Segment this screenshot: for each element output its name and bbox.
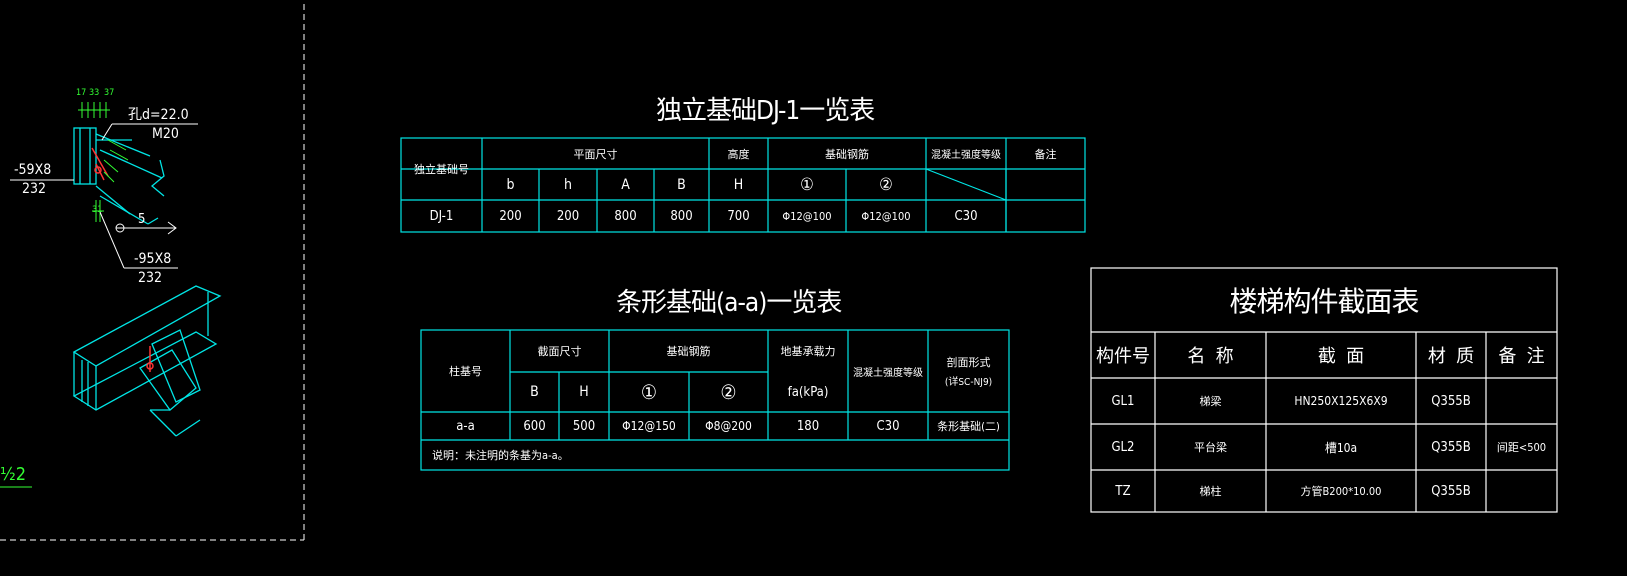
strip-h-concrete: 混凝土强度等级 xyxy=(853,367,923,379)
dj-h2-B: B xyxy=(677,176,686,193)
stair-table-title: 楼梯构件截面表 xyxy=(1229,285,1419,318)
weld-size: 5 xyxy=(138,212,146,227)
stair-cell: 方管B200*10.00 xyxy=(1300,485,1382,498)
dj-cell: 800 xyxy=(670,208,693,224)
sheet-frame xyxy=(0,4,305,541)
isometric-beam xyxy=(72,285,222,437)
stair-cell: TZ xyxy=(1115,483,1131,499)
stair-h-material: 材 质 xyxy=(1427,346,1475,367)
strip-table-grid xyxy=(420,329,1010,471)
stair-cell: Q355B xyxy=(1431,393,1471,409)
partial-label: ½2 xyxy=(0,464,26,485)
dim-top-3: 37 xyxy=(104,88,115,98)
strip-h2-r1: ① xyxy=(640,380,658,404)
plate1-size: -59X8 xyxy=(14,162,52,178)
dj-table-grid xyxy=(400,137,1086,233)
strip-h-bearing: 地基承载力 xyxy=(780,345,836,358)
stair-cell: HN250X125X6X9 xyxy=(1294,394,1388,408)
bolt-hole-note: 孔d=22.0 xyxy=(128,107,189,123)
dim-side: 31 xyxy=(92,205,103,215)
dj-h2-A: A xyxy=(621,176,630,193)
strip-h-form: 剖面形式 (详SC-NJ9) xyxy=(928,330,1009,412)
dj-h-no: 独立基础号 xyxy=(414,163,469,176)
dj-cell: 700 xyxy=(727,208,750,224)
strip-cell: Φ8@200 xyxy=(705,419,752,433)
strip-h2-fa: fa(kPa) xyxy=(787,384,829,400)
strip-cell: C30 xyxy=(876,418,900,434)
stair-table-grid xyxy=(1090,267,1558,513)
stair-cell: 梯柱 xyxy=(1199,485,1222,498)
dim-top-2: 33 xyxy=(89,88,100,98)
dj-h2-r2: ② xyxy=(879,174,893,195)
dj-h-remark: 备注 xyxy=(1034,147,1057,161)
strip-note: 说明：未注明的条基为a-a。 xyxy=(432,449,569,462)
strip-cell: 600 xyxy=(523,418,546,434)
dj-h-concrete: 混凝土强度等级 xyxy=(931,150,1001,161)
stair-h-remark: 备 注 xyxy=(1498,346,1545,367)
strip-h-no: 柱基号 xyxy=(449,365,482,378)
dj-cell: C30 xyxy=(954,208,978,224)
strip-table-title: 条形基础(a-a)一览表 xyxy=(616,288,842,318)
stair-cell xyxy=(1486,470,1557,512)
stair-cell: Q355B xyxy=(1431,439,1471,455)
dj-h2-r1: ① xyxy=(800,174,814,195)
strip-cell: 180 xyxy=(796,418,820,434)
dj-h2-h: h xyxy=(564,176,572,193)
strip-cell: 条形基础(二) xyxy=(937,420,1000,433)
stair-cell: 平台梁 xyxy=(1194,441,1227,454)
dj-cell: 200 xyxy=(499,208,522,224)
strip-h2-r2: ② xyxy=(720,380,737,404)
dj-h-rebar: 基础钢筋 xyxy=(825,147,869,161)
dj-cell: Φ12@100 xyxy=(861,209,911,223)
stair-cell: 梯梁 xyxy=(1199,395,1222,408)
plate1-length: 232 xyxy=(22,181,47,197)
stair-h-name: 名 称 xyxy=(1187,346,1234,367)
dim-top-1: 17 xyxy=(76,88,87,98)
strip-cell: 500 xyxy=(572,418,596,434)
stair-cell: GL1 xyxy=(1111,393,1135,409)
strip-h-form-sub: (详SC-NJ9) xyxy=(944,377,993,388)
stair-cell: 槽10a xyxy=(1324,440,1358,455)
stair-cell xyxy=(1486,378,1557,424)
dj-cell: 800 xyxy=(614,208,637,224)
dj-table-title: 独立基础DJ-1一览表 xyxy=(656,96,875,126)
plate2-size: -95X8 xyxy=(134,251,172,267)
strip-h-form-label: 剖面形式 xyxy=(946,356,991,369)
dj-cell: Φ12@100 xyxy=(782,209,832,223)
strip-cell: a-a xyxy=(456,418,475,434)
dj-h2-b: b xyxy=(506,176,515,193)
stair-h-section: 截 面 xyxy=(1317,346,1365,367)
dj-h-height: 高度 xyxy=(727,147,750,161)
dj-h-plan: 平面尺寸 xyxy=(573,147,618,161)
strip-h2-H: H xyxy=(579,384,589,400)
dj-cell: 200 xyxy=(556,208,580,224)
dj-cell: DJ-1 xyxy=(429,208,454,224)
strip-cell: Φ12@150 xyxy=(622,419,676,433)
connection-detail xyxy=(10,102,198,269)
plate2-length: 232 xyxy=(138,270,163,286)
bolt-spec: M20 xyxy=(152,126,179,142)
stair-h-no: 构件号 xyxy=(1096,346,1150,367)
stair-cell: GL2 xyxy=(1111,439,1135,455)
strip-h2-B: B xyxy=(530,384,539,400)
strip-h-rebar: 基础钢筋 xyxy=(666,345,711,358)
dj-h2-H: H xyxy=(733,176,744,193)
strip-h-section: 截面尺寸 xyxy=(537,345,582,358)
stair-cell: 间距<500 xyxy=(1496,441,1547,454)
stair-cell: Q355B xyxy=(1431,483,1471,499)
